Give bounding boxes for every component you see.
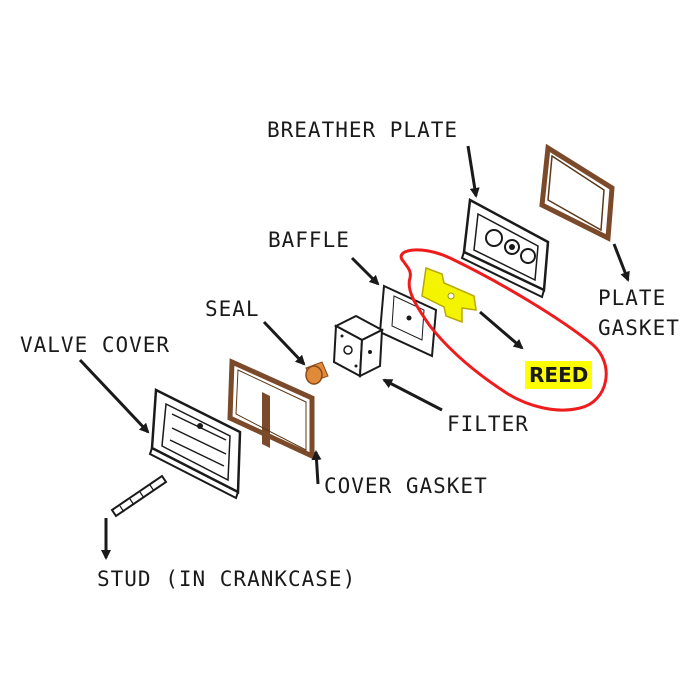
plate-gasket-label-line2: GASKET bbox=[598, 316, 680, 340]
filter-part bbox=[332, 314, 385, 378]
plate-gasket-part bbox=[539, 143, 615, 242]
breather-plate-label: BREATHER PLATE bbox=[267, 118, 459, 142]
seal-part bbox=[305, 361, 329, 385]
cover-gasket-arrow bbox=[311, 450, 322, 485]
baffle-arrow bbox=[350, 256, 380, 286]
filter-arrow bbox=[382, 378, 443, 412]
breather-plate-part bbox=[460, 198, 550, 299]
leader-arrows bbox=[78, 145, 630, 560]
cover-gasket-part bbox=[227, 358, 315, 460]
filter-label: FILTER bbox=[447, 412, 529, 436]
baffle-label: BAFFLE bbox=[268, 228, 350, 252]
valve-cover-part bbox=[148, 388, 242, 500]
seal-label: SEAL bbox=[205, 297, 260, 321]
plate-gasket-label-line1: PLATE bbox=[598, 286, 667, 310]
stud-part bbox=[110, 474, 168, 518]
reed-label: REED bbox=[525, 361, 593, 389]
seal-arrow bbox=[262, 320, 306, 366]
reed-arrow bbox=[479, 310, 524, 350]
cover-gasket-label: COVER GASKET bbox=[324, 474, 488, 498]
valve-cover-label: VALVE COVER bbox=[20, 333, 171, 357]
reed-highlight-circle bbox=[399, 248, 608, 412]
plate-gasket-arrow bbox=[612, 243, 630, 282]
valve-cover-arrow bbox=[78, 358, 150, 434]
reed-part bbox=[421, 266, 477, 324]
baffle-part bbox=[378, 284, 438, 358]
stud-label: STUD (IN CRANKCASE) bbox=[97, 567, 357, 591]
breather-plate-arrow bbox=[466, 145, 480, 198]
